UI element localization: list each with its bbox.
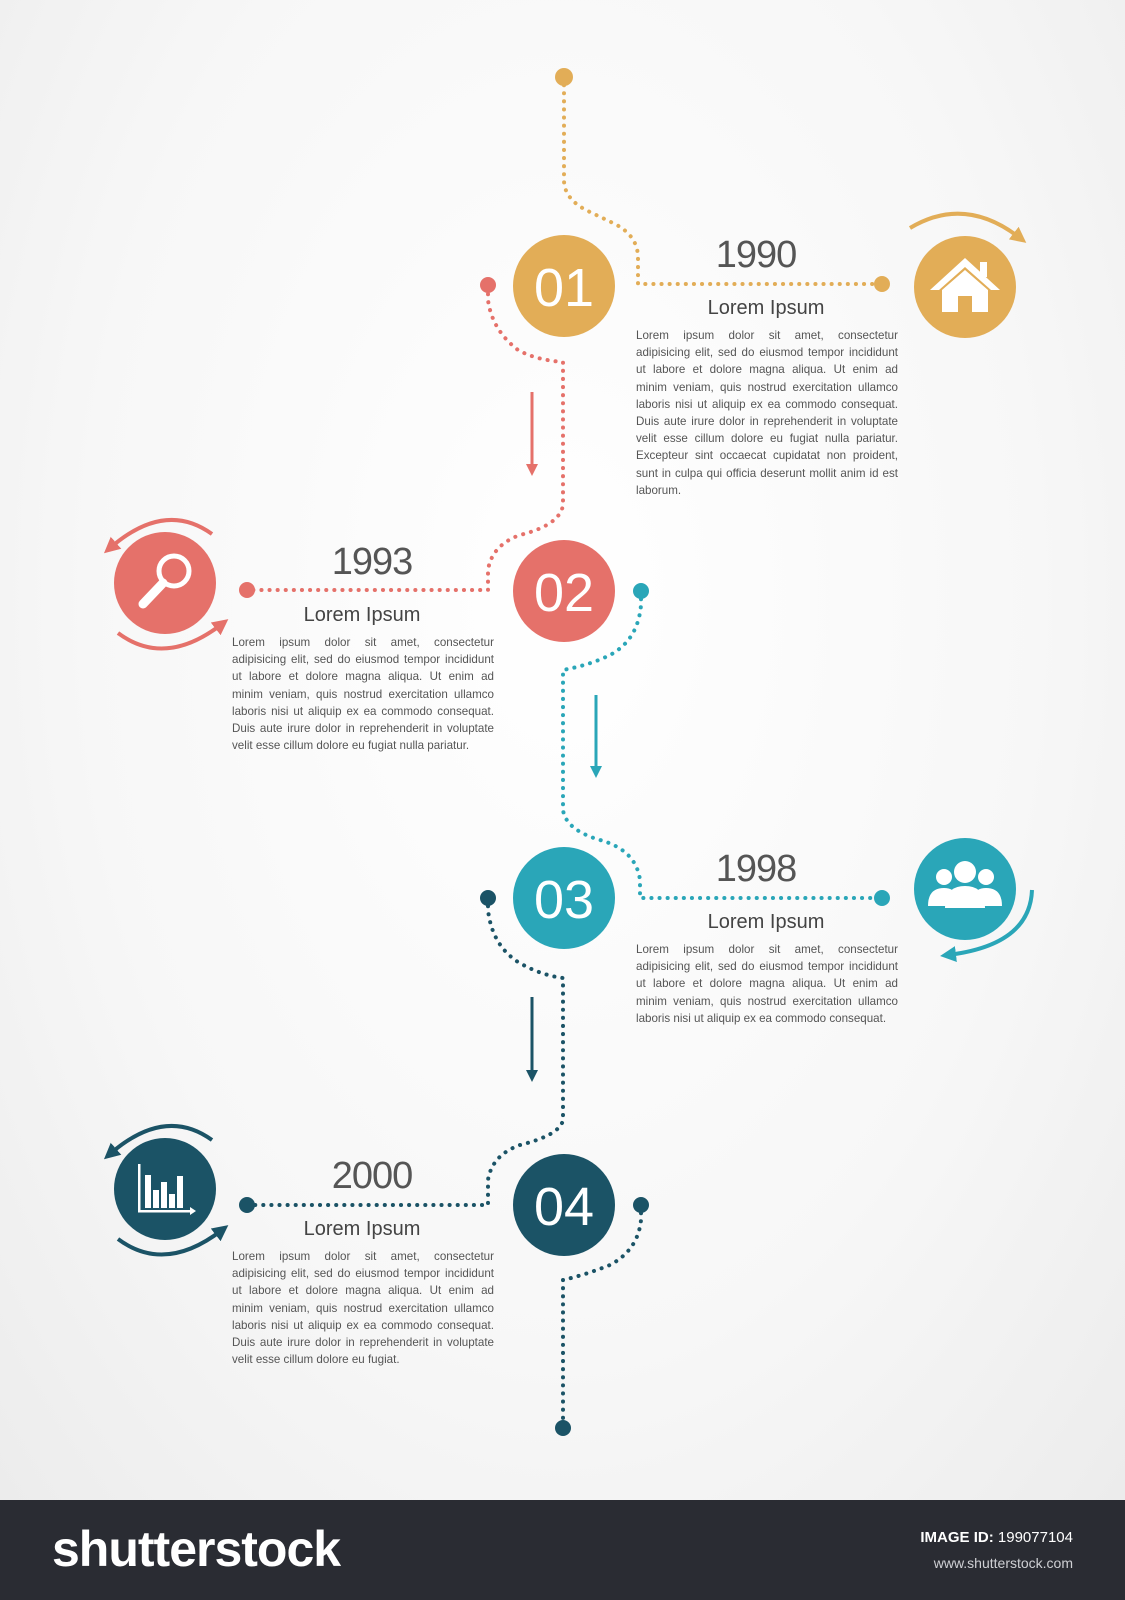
- step-2-end-dot: [239, 582, 255, 598]
- step-3-number-badge: 03: [513, 847, 615, 949]
- step-1-icon-group: [908, 211, 1027, 338]
- step-4-heading: Lorem Ipsum: [303, 1218, 421, 1240]
- step-4-end-dot: [239, 1197, 255, 1213]
- image-id-label: IMAGE ID:: [920, 1529, 994, 1546]
- step-1-number-badge: 01: [513, 235, 615, 337]
- step-4-start-dot: [480, 890, 496, 906]
- step-2-icon-group: [103, 517, 229, 651]
- step-4-description: Lorem ipsum dolor sit amet, consectetur …: [232, 1250, 494, 1367]
- step-3-start-dot: [633, 583, 649, 599]
- step-2-heading: Lorem Ipsum: [303, 604, 421, 626]
- step-1-start-dot: [555, 68, 573, 86]
- step-4-connector: [246, 896, 643, 1427]
- step-3-icon-group: [914, 838, 1034, 962]
- step-4-number: 04: [534, 1177, 594, 1237]
- bar-chart-icon: [138, 1164, 196, 1215]
- footer-logo[interactable]: shutterstock: [52, 1521, 341, 1577]
- step-3-description: Lorem ipsum dolor sit amet, consectetur …: [636, 943, 898, 1025]
- step-1-heading: Lorem Ipsum: [707, 297, 825, 319]
- step-2-number-badge: 02: [513, 540, 615, 642]
- step-2-year: 1993: [331, 541, 414, 583]
- step-1-connector: [562, 75, 882, 286]
- step-3-year: 1998: [715, 848, 798, 890]
- step-1-cycle-arrow: [908, 211, 1027, 243]
- step-4-cycle-arrow-bottom: [116, 1225, 229, 1257]
- step-2-cycle-arrow-top: [103, 517, 214, 554]
- timeline-diagram: 01 02 03 04: [103, 68, 1034, 1436]
- step-3-cycle-arrow: [940, 889, 1034, 962]
- step-4-number-badge: 04: [513, 1154, 615, 1256]
- step-3-end-dot: [874, 890, 890, 906]
- step-3-number: 03: [534, 870, 594, 930]
- step-5-start-dot: [633, 1197, 649, 1213]
- image-id-value: 199077104: [997, 1529, 1073, 1546]
- step-1-end-dot: [874, 276, 890, 292]
- step-4-year: 2000: [331, 1155, 414, 1197]
- step-2-description: Lorem ipsum dolor sit amet, consectetur …: [232, 636, 494, 753]
- step-2-cycle-arrow-bottom: [116, 619, 229, 651]
- step-1-year: 1990: [715, 234, 798, 276]
- step-1-number: 01: [534, 258, 594, 318]
- step-2-number: 02: [534, 563, 594, 623]
- step-4-cycle-arrow-top: [103, 1123, 214, 1160]
- people-icon: [928, 861, 1002, 908]
- footer-bar: shutterstock IMAGE ID: 199077104 www.shu…: [0, 1500, 1125, 1600]
- step-4-icon-group: [103, 1123, 229, 1257]
- image-id: IMAGE ID: 199077104: [920, 1529, 1073, 1546]
- timeline-end-dot: [555, 1420, 571, 1436]
- step-3-heading: Lorem Ipsum: [707, 911, 825, 933]
- step-2-start-dot: [480, 277, 496, 293]
- magnifier-icon: [138, 553, 192, 609]
- home-icon: [930, 258, 1000, 312]
- footer-url[interactable]: www.shutterstock.com: [933, 1555, 1073, 1571]
- step-1-description: Lorem ipsum dolor sit amet, consectetur …: [636, 329, 898, 497]
- step-3-connector: [561, 589, 882, 900]
